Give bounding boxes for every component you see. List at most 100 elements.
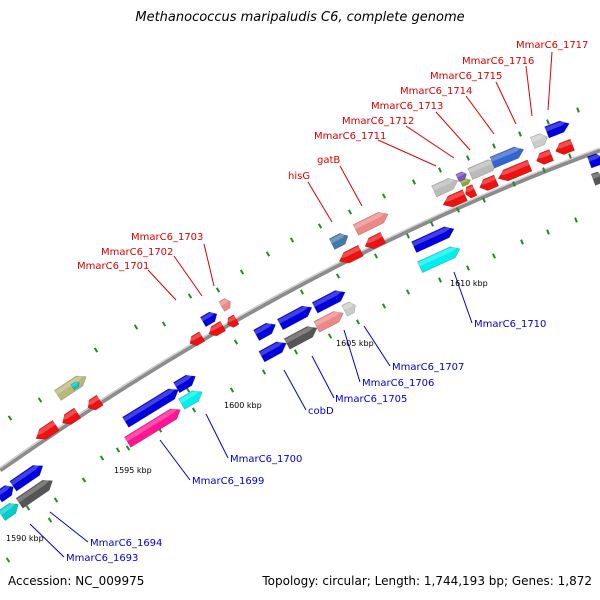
- gene-red-6-shine: [226, 315, 236, 323]
- tick-mark: [191, 407, 197, 413]
- gene-label-gatb[interactable]: gatB: [317, 155, 340, 166]
- gene-label-mmarc6-1694[interactable]: MmarC6_1694: [90, 538, 162, 549]
- gene-red-4-shape: [189, 331, 206, 347]
- gene-label-mmarc6-1714[interactable]: MmarC6_1714: [400, 86, 472, 97]
- callout-line: [377, 139, 437, 167]
- gene-label-mmarc6-1693[interactable]: MmarC6_1693: [66, 553, 138, 564]
- gene-cyan-small-1-shine: [71, 381, 79, 387]
- gene-pink-2-shape: [352, 211, 389, 236]
- tick-mark: [335, 273, 341, 279]
- gene-gray-4-shine: [342, 302, 355, 310]
- gene-label-mmarc6-1702[interactable]: MmarC6_1702: [101, 247, 173, 258]
- tick-mark: [5, 557, 11, 563]
- gene-khaki-1-shine: [55, 374, 85, 395]
- gene-red-12-shine: [497, 160, 530, 176]
- tick-mark: [81, 477, 87, 483]
- tick-mark: [317, 223, 323, 229]
- scale-label-1595: 1595 kbp: [114, 466, 152, 475]
- gene-blue-5-shape: [9, 465, 44, 492]
- tick-mark: [355, 319, 361, 325]
- gene-label-mmarc6-1705[interactable]: MmarC6_1705: [335, 394, 407, 405]
- gene-label-mmarc6-1717[interactable]: MmarC6_1717: [516, 40, 588, 51]
- gene-label-mmarc6-1713[interactable]: MmarC6_1713: [371, 101, 443, 112]
- gene-cyan-1-shape: [0, 503, 19, 522]
- gene-blue-6-shine: [122, 387, 177, 422]
- gene-magenta-1-shine: [124, 407, 179, 442]
- gene-blue-4: [0, 484, 14, 503]
- callout-line: [363, 325, 391, 367]
- tick-mark: [382, 303, 386, 309]
- tick-mark: [299, 289, 305, 295]
- accession-text: Accession: NC_009975: [8, 574, 145, 588]
- gene-label-mmarc6-1716[interactable]: MmarC6_1716: [462, 56, 534, 67]
- gene-gray-3-shine: [530, 134, 547, 143]
- gene-red-2-shape: [62, 407, 82, 425]
- scale-label-1605: 1605 kbp: [336, 339, 374, 348]
- gene-red-5-shape: [208, 320, 227, 337]
- callout-line: [311, 355, 335, 399]
- scale-label-1610: 1610 kbp: [450, 279, 488, 288]
- tick-mark: [546, 229, 550, 235]
- callout-line: [525, 65, 533, 117]
- gene-label-mmarc6-1701[interactable]: MmarC6_1701: [77, 261, 149, 272]
- tick-mark: [327, 333, 333, 339]
- tick-mark: [215, 287, 221, 293]
- callout-line: [147, 269, 177, 301]
- tick-mark: [265, 251, 271, 257]
- gene-red-14-shine: [554, 140, 573, 149]
- gene-red-9-shine: [441, 190, 465, 203]
- gene-blue-10-shape: [311, 290, 346, 314]
- gene-red-13-shape: [536, 149, 555, 165]
- tick-mark: [482, 197, 486, 203]
- gene-pink-1: [218, 298, 231, 312]
- gene-blue-2-shape: [489, 146, 525, 169]
- tick-mark: [576, 107, 580, 113]
- gene-label-mmarc6-1707[interactable]: MmarC6_1707: [392, 362, 464, 373]
- tick-mark: [185, 387, 191, 393]
- tick-mark: [347, 209, 353, 215]
- gene-label-mmarc6-1699[interactable]: MmarC6_1699: [192, 476, 264, 487]
- callout-line: [173, 255, 203, 297]
- gene-label-mmarc6-1710[interactable]: MmarC6_1710: [474, 319, 546, 330]
- gene-red-12-shape: [497, 159, 533, 182]
- tick-mark: [374, 253, 378, 259]
- gene-cyan-1-shine: [0, 501, 17, 516]
- gene-blue-2-shine: [490, 146, 523, 162]
- tick-mark: [7, 415, 13, 421]
- scale-label-1600: 1600 kbp: [224, 401, 262, 410]
- gene-darkgray-2: [283, 325, 318, 350]
- gene-features: [0, 120, 600, 522]
- gene-steelblue-1-shine: [329, 233, 347, 244]
- gene-label-mmarc6-1706[interactable]: MmarC6_1706: [362, 378, 434, 389]
- gene-label-cobd[interactable]: cobD: [308, 406, 334, 417]
- tick-mark: [568, 153, 572, 159]
- map-title: Methanococcus maripaludis C6, complete g…: [135, 10, 465, 25]
- tick-mark: [456, 207, 460, 213]
- gene-label-mmarc6-1700[interactable]: MmarC6_1700: [230, 454, 302, 465]
- gene-blue-edge-shine: [587, 154, 600, 162]
- gene-red-10-shine: [464, 185, 475, 192]
- gene-red-7-shine: [337, 246, 361, 259]
- tick-mark: [25, 505, 31, 511]
- gene-blue-5: [9, 463, 44, 492]
- gene-red-6-shape: [227, 314, 240, 328]
- gene-blue-8-shine: [253, 322, 275, 335]
- gene-label-mmarc6-1715[interactable]: MmarC6_1715: [430, 71, 502, 82]
- gene-pink-3: [313, 310, 344, 333]
- tick-mark: [233, 339, 239, 345]
- tick-mark: [99, 455, 105, 461]
- gene-cyan-3-shape: [417, 246, 461, 273]
- gene-pink-1-shape: [218, 298, 231, 312]
- tick-mark: [37, 397, 43, 403]
- gene-label-mmarc6-1711[interactable]: MmarC6_1711: [314, 131, 386, 142]
- gene-blue-2: [489, 146, 525, 169]
- gene-label-mmarc6-1712[interactable]: MmarC6_1712: [342, 116, 414, 127]
- tick-mark: [53, 497, 59, 503]
- gene-blue-8-shape: [253, 322, 277, 341]
- gene-label-hisg[interactable]: hisG: [288, 171, 310, 182]
- gene-label-mmarc6-1703[interactable]: MmarC6_1703: [131, 232, 203, 243]
- gene-gray-4-shape: [341, 301, 356, 317]
- tick-mark: [229, 387, 235, 393]
- gene-steelblue-1-shape: [328, 233, 349, 250]
